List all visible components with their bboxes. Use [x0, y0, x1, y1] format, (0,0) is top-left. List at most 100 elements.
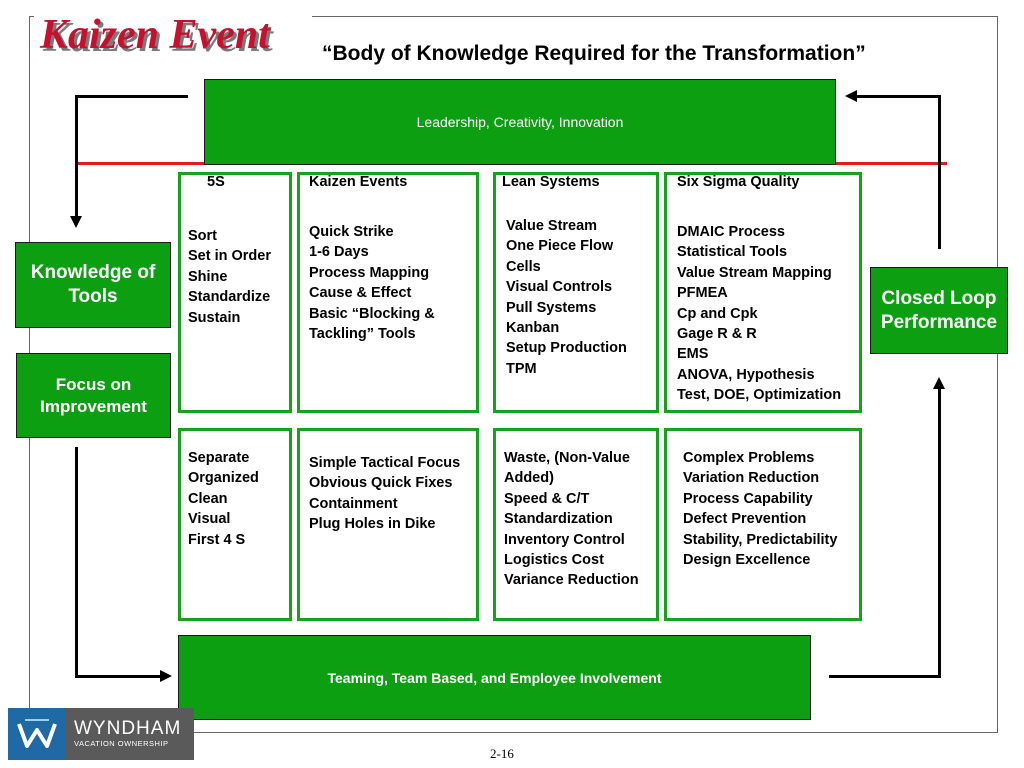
list-item: Stability, Predictability [683, 531, 838, 548]
flow-line-top-left-vertical [75, 95, 78, 217]
list-item: Shine [188, 268, 228, 285]
column-header-six-sigma: Six Sigma Quality [677, 174, 800, 190]
slide-title: Kaizen Event [40, 12, 270, 58]
flow-line-top-right-horizontal [856, 95, 941, 98]
closed-loop-line-1: Closed Loop [881, 287, 997, 309]
list-item: EMS [677, 346, 709, 363]
column-lean-upper-box [493, 172, 659, 413]
list-item: Cause & Effect [309, 285, 412, 302]
list-item: Obvious Quick Fixes [309, 475, 453, 492]
column-sixsigma-lower-list: Complex Problems Variation Reduction Pro… [683, 448, 837, 570]
page-number: 2-16 [490, 746, 514, 761]
list-item: Simple Tactical Focus [309, 455, 461, 471]
list-item: Organized [188, 470, 259, 487]
list-item: Variation Reduction [683, 470, 820, 487]
wyndham-w-icon [8, 708, 66, 760]
column-sixsigma-lower-box [664, 428, 862, 621]
list-item: Process Capability [683, 490, 813, 507]
list-item: Clean [188, 490, 228, 507]
list-item: Sort [188, 228, 217, 244]
list-item: Value Stream [506, 218, 598, 234]
column-kaizen-lower-box [297, 428, 479, 621]
column-header-lean-systems: Lean Systems [502, 174, 600, 190]
focus-line-2: Improvement [40, 396, 147, 416]
logo-name: WYNDHAM [74, 718, 182, 739]
list-item: DMAIC Process [677, 224, 785, 240]
list-item: First 4 S [188, 531, 246, 548]
list-item: Quick Strike [309, 224, 394, 240]
column-kaizen-lower-list: Simple Tactical Focus Obvious Quick Fixe… [309, 453, 460, 535]
list-item: Tackling” Tools [309, 325, 416, 342]
list-item: ANOVA, Hypothesis [677, 366, 815, 383]
column-sixsigma-upper-box [664, 172, 862, 413]
focus-on-improvement-box: Focus on Improvement [16, 353, 171, 438]
list-item: Design Excellence [683, 551, 811, 568]
flow-line-top-left-horizontal [76, 95, 188, 98]
column-lean-upper-list: Value Stream One Piece Flow Cells Visual… [506, 216, 627, 379]
list-item: Variance Reduction [504, 572, 639, 589]
column-lean-lower-box [493, 428, 659, 621]
list-item: One Piece Flow [506, 238, 614, 255]
leadership-banner-text: Leadership, Creativity, Innovation [416, 114, 624, 130]
list-item: Pull Systems [506, 299, 597, 316]
column-5s-upper-box [178, 172, 292, 413]
list-item: Visual [188, 511, 231, 528]
knowledge-of-tools-box: Knowledge of Tools [15, 242, 171, 328]
list-item: Process Mapping [309, 264, 430, 281]
list-item: Standardization [504, 511, 613, 528]
list-item: Defect Prevention [683, 511, 807, 528]
list-item: Inventory Control [504, 531, 625, 548]
column-5s-upper-list: Sort Set in Order Shine Standardize Sust… [188, 226, 271, 328]
flow-line-bottom-left-vertical [75, 447, 78, 677]
column-header-5s: 5S [207, 174, 225, 190]
arrow-up-icon [933, 377, 945, 389]
list-item: 1-6 Days [309, 244, 369, 261]
closed-loop-performance-box: Closed Loop Performance [870, 267, 1008, 354]
flow-line-top-right-vertical [938, 95, 941, 249]
list-item: Cells [506, 258, 541, 275]
slide-subtitle: “Body of Knowledge Required for the Tran… [322, 42, 866, 65]
list-item: Kanban [506, 319, 560, 336]
logo-tagline: VACATION OWNERSHIP [74, 739, 169, 748]
list-item: Set in Order [188, 248, 271, 265]
list-item: Basic “Blocking & [309, 305, 435, 322]
teaming-banner-text: Teaming, Team Based, and Employee Involv… [327, 669, 662, 686]
list-item: Setup Production [506, 340, 627, 357]
wyndham-logo: WYNDHAM VACATION OWNERSHIP [8, 708, 194, 760]
leadership-banner: Leadership, Creativity, Innovation [204, 79, 836, 165]
list-item: Sustain [188, 309, 241, 326]
column-5s-lower-box [178, 428, 292, 621]
list-item: Plug Holes in Dike [309, 516, 436, 533]
column-kaizen-upper-box [297, 172, 479, 413]
list-item: Visual Controls [506, 279, 613, 296]
flow-line-bottom-right-horizontal [829, 675, 941, 678]
list-item: Containment [309, 495, 398, 512]
column-header-kaizen-events: Kaizen Events [309, 174, 408, 190]
arrow-down-icon [70, 216, 82, 228]
teaming-banner: Teaming, Team Based, and Employee Involv… [178, 635, 811, 720]
flow-line-bottom-left-horizontal [75, 675, 161, 678]
knowledge-line-2: Tools [68, 286, 118, 307]
column-kaizen-upper-list: Quick Strike 1-6 Days Process Mapping Ca… [309, 222, 435, 344]
arrow-left-icon [845, 90, 857, 102]
knowledge-line-1: Knowledge of [30, 262, 156, 284]
list-item: Added) [504, 470, 554, 487]
list-item: Waste, (Non-Value [504, 450, 630, 466]
list-item: Test, DOE, Optimization [677, 387, 842, 404]
list-item: Speed & C/T [504, 490, 590, 507]
column-lean-lower-list: Waste, (Non-Value Added) Speed & C/T Sta… [504, 448, 639, 591]
flow-line-bottom-right-vertical [938, 388, 941, 678]
arrow-right-icon [160, 670, 172, 682]
column-sixsigma-upper-list: DMAIC Process Statistical Tools Value St… [677, 222, 841, 406]
frame-title-gap [34, 10, 312, 24]
focus-line-1: Focus on [55, 375, 132, 395]
list-item: Gage R & R [677, 325, 757, 342]
list-item: Statistical Tools [677, 244, 788, 261]
list-item: PFMEA [677, 285, 728, 302]
list-item: Separate [188, 450, 250, 466]
column-5s-lower-list: Separate Organized Clean Visual First 4 … [188, 448, 259, 550]
list-item: Complex Problems [683, 450, 815, 466]
list-item: Logistics Cost [504, 551, 604, 568]
closed-loop-line-2: Performance [880, 311, 998, 333]
list-item: TPM [506, 360, 537, 377]
